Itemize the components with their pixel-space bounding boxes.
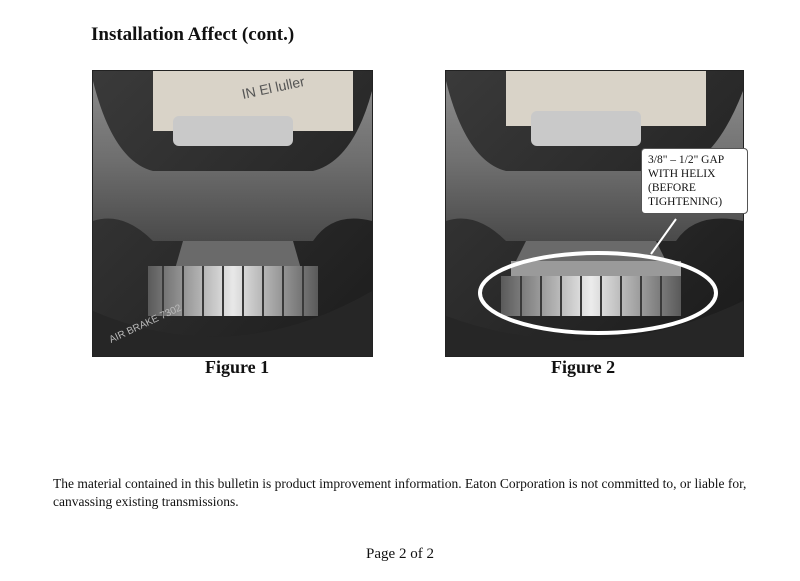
- figure-2-caption: Figure 2: [551, 357, 616, 377]
- page-heading: Installation Affect (cont.): [91, 24, 295, 45]
- callout-line: 3/8" – 1/2" GAP: [648, 154, 725, 166]
- page-number: Page 2 of 2: [366, 546, 434, 562]
- callout-line: WITH HELIX: [648, 168, 716, 180]
- callout-line: (BEFORE: [648, 182, 696, 194]
- figure-1-photo: IN El luller AIR BRAKE 7302: [92, 70, 373, 357]
- figure-1-caption: Figure 1: [205, 357, 270, 377]
- callout-line: TIGHTENING): [648, 196, 723, 208]
- disclaimer-text: The material contained in this bulletin …: [53, 476, 747, 509]
- gap-callout: 3/8" – 1/2" GAP WITH HELIX (BEFORE TIGHT…: [641, 148, 748, 214]
